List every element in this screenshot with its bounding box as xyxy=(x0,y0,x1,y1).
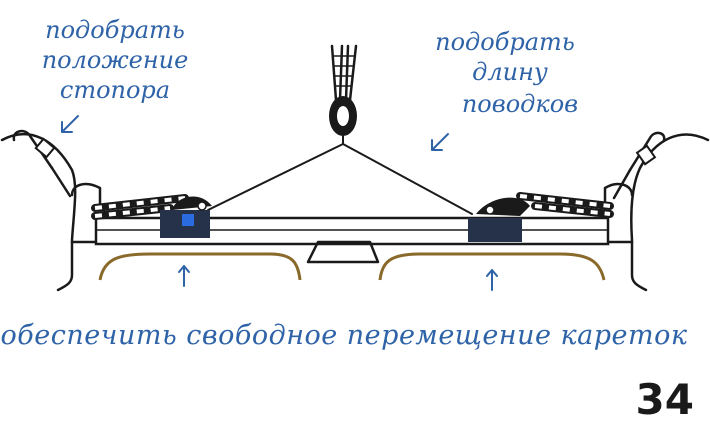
hull-underside xyxy=(98,240,606,281)
page-number: 34 xyxy=(636,375,694,424)
note-stopper-line-3: стопора xyxy=(60,76,170,104)
deck-outline xyxy=(0,132,710,292)
control-lead-right xyxy=(516,192,614,218)
arrow-up-icon xyxy=(178,265,190,287)
shackle-icon xyxy=(12,129,72,198)
arrow-down-left-icon xyxy=(61,115,79,133)
shackle-icon xyxy=(612,131,666,200)
control-lead-left xyxy=(91,194,189,220)
bridle-lines xyxy=(207,143,473,215)
note-stopper-line-2: положение xyxy=(42,46,189,74)
note-stopper-position: подобрать положение стопора xyxy=(42,16,189,104)
arrow-up-icon xyxy=(486,269,498,291)
note-lead-length: подобрать длину поводков xyxy=(435,28,578,118)
carriage-left xyxy=(160,196,212,238)
note-stopper-line-1: подобрать xyxy=(45,16,185,44)
note-leads-line-2: длину xyxy=(472,58,548,86)
note-leads-line-1: подобрать xyxy=(435,28,575,56)
carriage-right xyxy=(468,197,530,242)
arrow-down-left-icon xyxy=(431,133,449,151)
caption-free-carriage-movement: обеспечить свободное перемещение кареток xyxy=(0,320,687,351)
block-pulley-icon xyxy=(329,44,358,145)
note-leads-line-3: поводков xyxy=(462,90,578,118)
